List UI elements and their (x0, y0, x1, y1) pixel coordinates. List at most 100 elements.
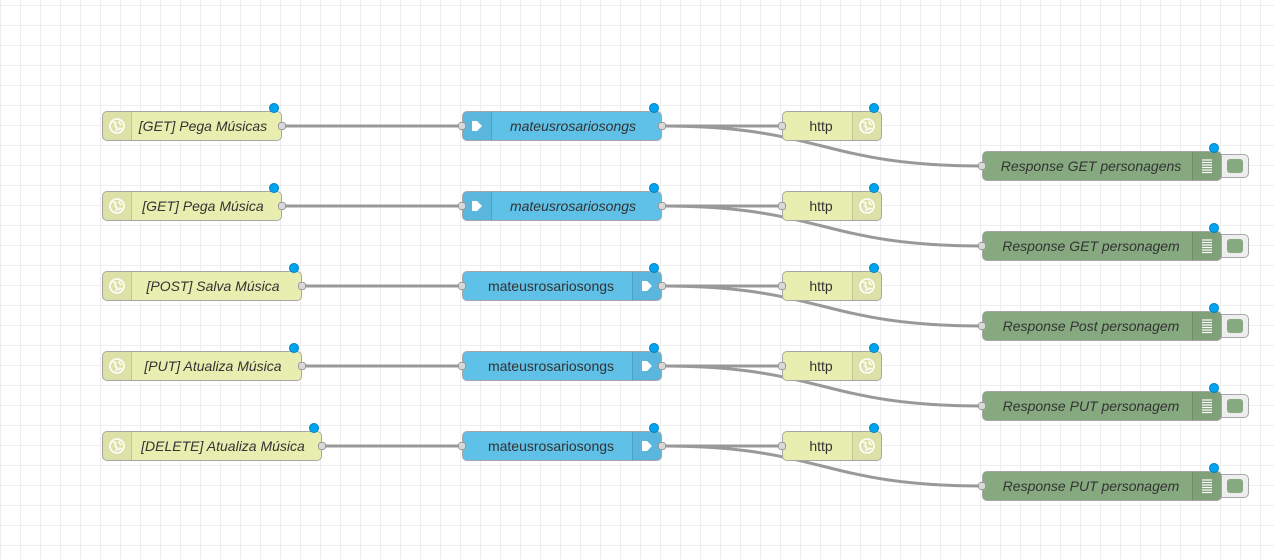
debug-toggle-button[interactable] (1221, 234, 1249, 258)
changed-indicator (649, 263, 659, 273)
arrow-out-icon (632, 432, 661, 460)
output-port[interactable] (298, 362, 306, 370)
mongodb-node-label: mateusrosariosongs (509, 198, 637, 214)
output-port[interactable] (318, 442, 326, 450)
globe-icon (852, 192, 881, 220)
http-in-node[interactable]: [DELETE] Atualiza Música (102, 431, 322, 461)
debug-node[interactable]: Response PUT personagem (982, 391, 1222, 421)
mongodb-node-label: mateusrosariosongs (487, 358, 615, 374)
list-icon (1192, 392, 1221, 420)
input-port[interactable] (778, 122, 786, 130)
http-response-node-label: http (809, 118, 833, 134)
debug-node-label: Response PUT personagem (1002, 398, 1180, 414)
debug-node-label: Response GET personagens (1000, 158, 1182, 174)
output-port[interactable] (658, 202, 666, 210)
input-port[interactable] (458, 282, 466, 290)
changed-indicator (649, 183, 659, 193)
wire-mongo-to-debug[interactable] (661, 364, 983, 408)
http-in-node[interactable]: [PUT] Atualiza Música (102, 351, 302, 381)
mongodb-node-label: mateusrosariosongs (487, 438, 615, 454)
changed-indicator (869, 263, 879, 273)
changed-indicator (289, 343, 299, 353)
http-in-node[interactable]: [POST] Salva Música (102, 271, 302, 301)
output-port[interactable] (278, 122, 286, 130)
changed-indicator (309, 423, 319, 433)
input-port[interactable] (778, 282, 786, 290)
debug-toggle-indicator (1227, 479, 1243, 493)
http-response-node[interactable]: http (782, 111, 882, 141)
http-in-node-label: [PUT] Atualiza Música (144, 358, 282, 374)
debug-node[interactable]: Response GET personagens (982, 151, 1222, 181)
debug-toggle-indicator (1227, 319, 1243, 333)
http-response-node-label: http (809, 198, 833, 214)
output-port[interactable] (658, 122, 666, 130)
http-response-node[interactable]: http (782, 431, 882, 461)
mongodb-node[interactable]: mateusrosariosongs (462, 351, 662, 381)
http-in-node-label: [POST] Salva Música (146, 278, 280, 294)
debug-toggle-indicator (1227, 399, 1243, 413)
debug-toggle-button[interactable] (1221, 314, 1249, 338)
input-port[interactable] (458, 202, 466, 210)
globe-icon (852, 432, 881, 460)
http-response-node[interactable]: http (782, 191, 882, 221)
debug-toggle-indicator (1227, 159, 1243, 173)
arrow-out-icon (632, 352, 661, 380)
arrow-in-icon (463, 112, 492, 140)
list-icon (1192, 472, 1221, 500)
changed-indicator (269, 103, 279, 113)
mongodb-node[interactable]: mateusrosariosongs (462, 431, 662, 461)
http-in-node-label: [GET] Pega Música (142, 198, 264, 214)
wire-mongo-to-debug[interactable] (661, 444, 983, 488)
list-icon (1192, 152, 1221, 180)
debug-toggle-button[interactable] (1221, 154, 1249, 178)
input-port[interactable] (458, 362, 466, 370)
http-in-node[interactable]: [GET] Pega Música (102, 191, 282, 221)
http-in-node[interactable]: [GET] Pega Músicas (102, 111, 282, 141)
changed-indicator (869, 103, 879, 113)
input-port[interactable] (978, 322, 986, 330)
wire-mongo-to-debug[interactable] (661, 284, 983, 328)
debug-node[interactable]: Response PUT personagem (982, 471, 1222, 501)
input-port[interactable] (778, 202, 786, 210)
debug-node-label: Response Post personagem (1002, 318, 1180, 334)
changed-indicator (649, 343, 659, 353)
debug-node[interactable]: Response Post personagem (982, 311, 1222, 341)
input-port[interactable] (778, 442, 786, 450)
globe-icon (103, 272, 132, 300)
input-port[interactable] (458, 122, 466, 130)
list-icon (1192, 312, 1221, 340)
mongodb-node-label: mateusrosariosongs (509, 118, 637, 134)
http-in-node-label: [GET] Pega Músicas (138, 118, 268, 134)
input-port[interactable] (978, 402, 986, 410)
output-port[interactable] (658, 442, 666, 450)
changed-indicator (869, 423, 879, 433)
output-port[interactable] (658, 362, 666, 370)
changed-indicator (1209, 463, 1219, 473)
debug-toggle-button[interactable] (1221, 474, 1249, 498)
output-port[interactable] (298, 282, 306, 290)
wire-mongo-to-debug[interactable] (661, 124, 983, 168)
input-port[interactable] (778, 362, 786, 370)
mongodb-node[interactable]: mateusrosariosongs (462, 111, 662, 141)
globe-icon (103, 432, 132, 460)
input-port[interactable] (978, 482, 986, 490)
input-port[interactable] (978, 162, 986, 170)
input-port[interactable] (458, 442, 466, 450)
mongodb-node[interactable]: mateusrosariosongs (462, 191, 662, 221)
debug-node[interactable]: Response GET personagem (982, 231, 1222, 261)
debug-toggle-button[interactable] (1221, 394, 1249, 418)
changed-indicator (649, 423, 659, 433)
arrow-in-icon (463, 192, 492, 220)
output-port[interactable] (658, 282, 666, 290)
changed-indicator (649, 103, 659, 113)
output-port[interactable] (278, 202, 286, 210)
input-port[interactable] (978, 242, 986, 250)
mongodb-node[interactable]: mateusrosariosongs (462, 271, 662, 301)
changed-indicator (1209, 223, 1219, 233)
wire-mongo-to-debug[interactable] (661, 204, 983, 248)
http-response-node[interactable]: http (782, 351, 882, 381)
globe-icon (103, 192, 132, 220)
http-response-node[interactable]: http (782, 271, 882, 301)
changed-indicator (1209, 383, 1219, 393)
